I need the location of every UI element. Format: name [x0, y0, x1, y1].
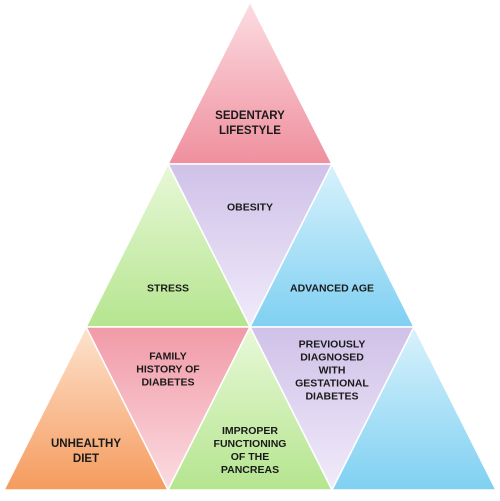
label-family-history: FAMILY HISTORY OF DIABETES	[136, 350, 200, 389]
tile-blank	[331, 326, 497, 491]
label-gestational-diabetes: PREVIOUSLY DIAGNOSED WITH GESTATIONAL DI…	[295, 338, 369, 403]
tile-sedentary-lifestyle	[167, 1, 333, 165]
tile-unhealthy-diet	[3, 326, 169, 491]
label-unhealthy-diet: UNHEALTHY DIET	[50, 438, 122, 465]
tile-pancreas	[167, 326, 333, 491]
label-obesity: OBESITY	[226, 201, 274, 214]
label-pancreas: IMPROPER FUNCTIONING OF THE PANCREAS	[213, 425, 287, 476]
label-sedentary-lifestyle: SEDENTARY LIFESTYLE	[215, 110, 285, 137]
label-stress: STRESS	[146, 282, 189, 295]
label-advanced-age: ADVANCED AGE	[289, 282, 374, 295]
